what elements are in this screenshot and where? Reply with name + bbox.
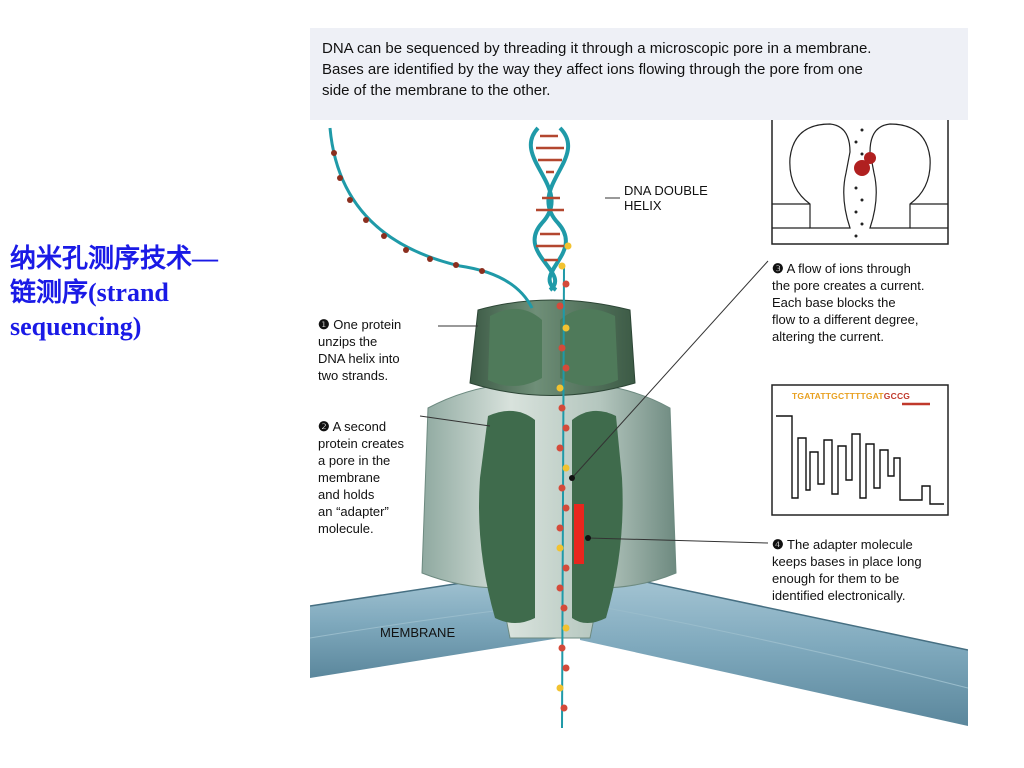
sequence-readout: TGATATTGCTTTTGATGCCG: [792, 391, 910, 401]
callout-1-number: ❶: [318, 317, 330, 332]
nanopore-diagram: [310, 107, 968, 728]
figure-caption: DNA can be sequenced by threading it thr…: [310, 28, 968, 120]
sequence-main: TGATATTGCTTTTGAT: [792, 391, 884, 401]
callout-4-line: identified electronically.: [772, 588, 906, 603]
slide-title-line: 纳米孔测序技术—: [10, 244, 219, 273]
slide-title-line: sequencing): [10, 311, 142, 341]
callout-2: ❷ A second protein creates a pore in the…: [318, 418, 404, 537]
callout-2-line: an “adapter”: [318, 504, 389, 519]
caption-line: DNA can be sequenced by threading it thr…: [322, 40, 872, 57]
callout-4-line: ❹ The adapter molecule: [772, 537, 913, 552]
helix-label-line: DNA DOUBLE: [624, 183, 708, 198]
callout-3-line: ❸ A flow of ions through: [772, 261, 911, 276]
callout-3-line: flow to a different degree,: [772, 312, 919, 327]
callout-1-line: unzips the: [318, 334, 378, 349]
callout-4-number: ❹: [772, 537, 784, 552]
callout-3-line: the pore creates a current.: [772, 278, 925, 293]
callout-2-number: ❷: [318, 419, 330, 434]
callout-3-line: Each base blocks the: [772, 295, 896, 310]
callout-2-line: and holds: [318, 487, 375, 502]
callout-1-line: two strands.: [318, 368, 389, 383]
callout-3-number: ❸: [772, 261, 784, 276]
callout-4-line: enough for them to be: [772, 571, 900, 586]
slide-title: 纳米孔测序技术— 链测序(strand sequencing): [10, 242, 300, 343]
callout-2-line: ❷ A second: [318, 419, 387, 434]
callout-1: ❶ One protein unzips the DNA helix into …: [318, 316, 401, 384]
dna-double-helix: [328, 126, 572, 728]
callout-2-line: molecule.: [318, 521, 374, 536]
helix-label-line: HELIX: [624, 198, 662, 213]
adapter-molecule: [574, 504, 584, 564]
leader-lines: [419, 197, 769, 544]
pore-cross-section-inset: [771, 107, 949, 245]
callout-2-line: protein creates: [318, 436, 404, 451]
current-trace-inset: [771, 384, 949, 516]
unzipping-protein: [469, 299, 636, 396]
callout-4: ❹ The adapter molecule keeps bases in pl…: [772, 536, 922, 604]
nanopore-figure: DNA can be sequenced by threading it thr…: [310, 28, 968, 728]
trace-pointer-dot: [569, 475, 575, 481]
callout-3-line: altering the current.: [772, 329, 885, 344]
sequence-highlight: GCCG: [883, 391, 911, 401]
callout-1-line: DNA helix into: [318, 351, 400, 366]
membrane-label: MEMBRANE: [380, 625, 456, 640]
caption-line: side of the membrane to the other.: [322, 82, 551, 99]
adapter-pointer-dot: [585, 535, 591, 541]
callout-3: ❸ A flow of ions through the pore create…: [772, 260, 924, 345]
caption-line: Bases are identified by the way they aff…: [322, 61, 863, 78]
slide-title-line: 链测序(strand: [10, 277, 169, 307]
callout-2-line: membrane: [318, 470, 381, 485]
callout-2-line: a pore in the: [318, 453, 391, 468]
helix-label: DNA DOUBLE HELIX: [624, 183, 708, 213]
callout-4-line: keeps bases in place long: [772, 554, 922, 569]
callout-1-line: ❶ One protein: [318, 317, 402, 332]
